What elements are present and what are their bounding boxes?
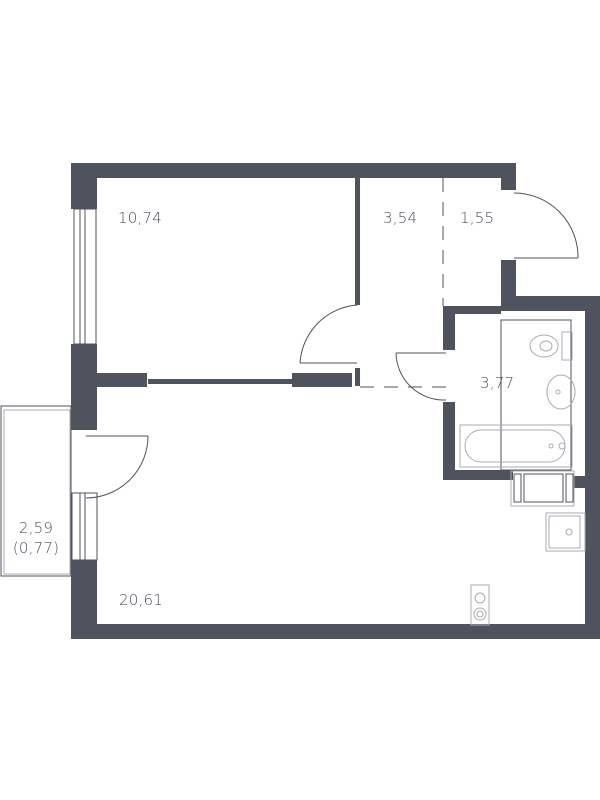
balcony xyxy=(0,405,72,577)
windows xyxy=(71,208,98,561)
bathroom-fixtures xyxy=(459,319,576,471)
bathroom-area-label: 3,77 xyxy=(480,374,515,392)
walls xyxy=(71,163,600,639)
hallway-area-label: 3,54 xyxy=(383,209,418,227)
bedroom-area-label: 10,74 xyxy=(118,209,162,227)
entrance-area-label: 1,55 xyxy=(460,209,495,227)
balcony-area-label: 2,59 (0,77) xyxy=(8,518,64,558)
doors xyxy=(85,178,579,499)
balcony-area: 2,59 xyxy=(18,519,54,537)
kitchen-fixtures xyxy=(470,470,586,626)
living-kitchen-area-label: 20,61 xyxy=(119,591,163,609)
balcony-area-reduced: (0,77) xyxy=(12,539,60,557)
